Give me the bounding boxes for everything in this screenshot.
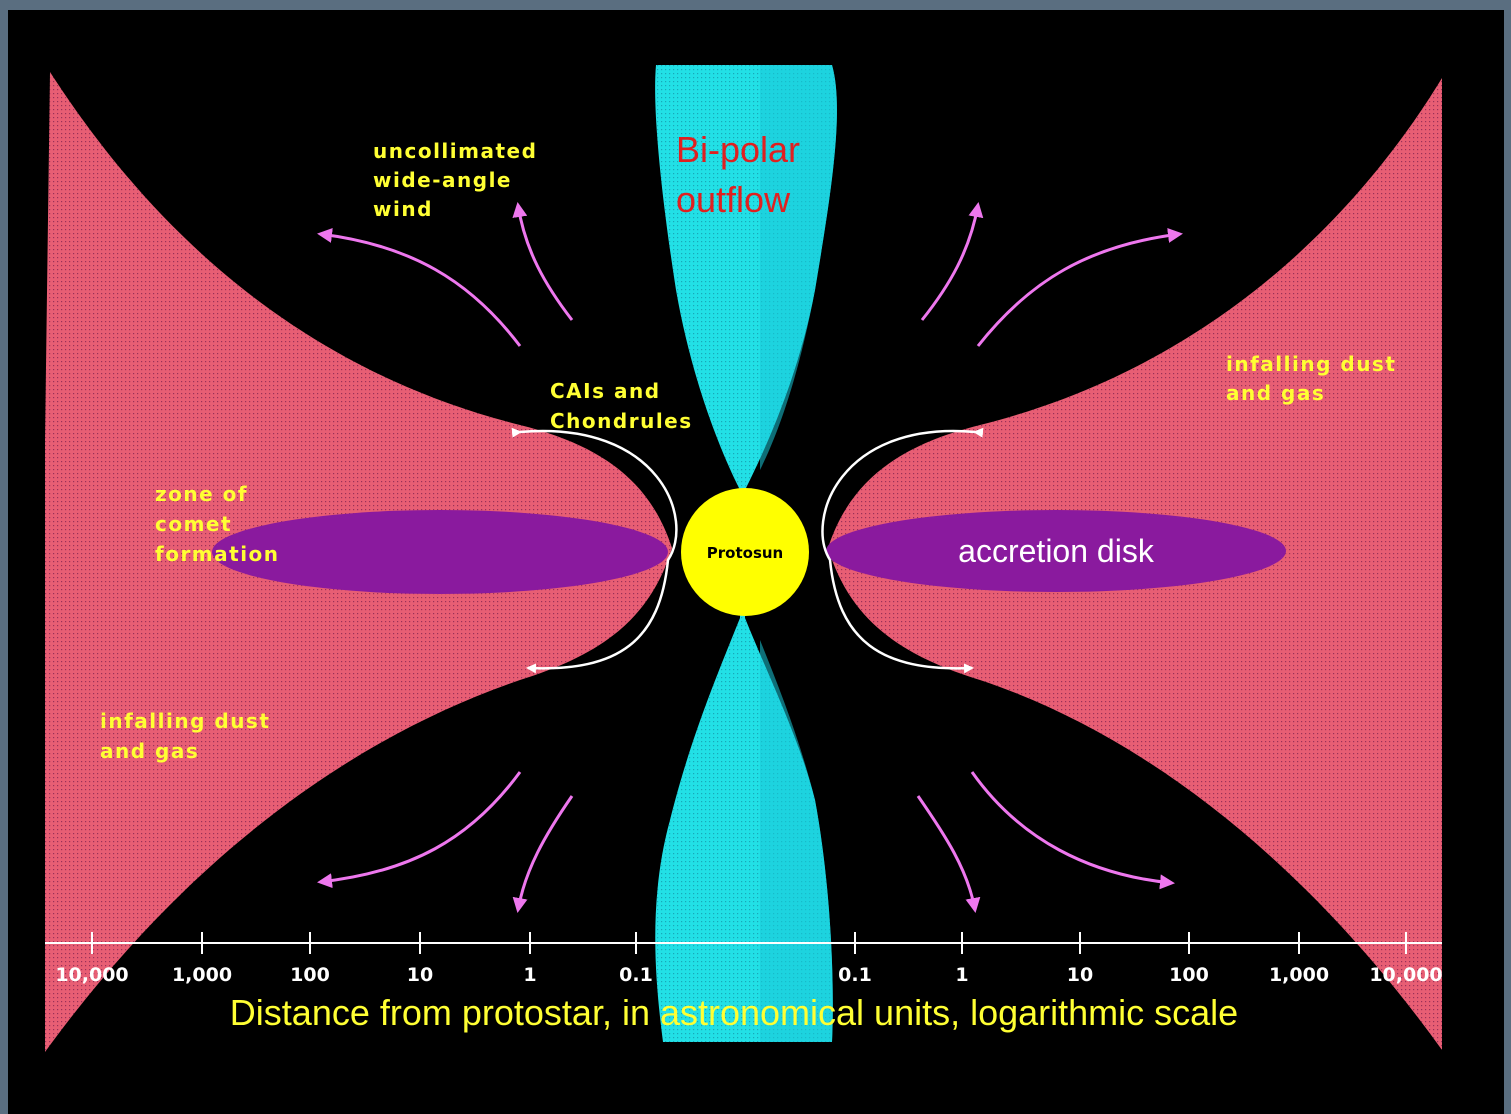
axis-tick-label-right: 1 — [955, 964, 968, 986]
axis-title: Distance from protostar, in astronomical… — [230, 992, 1238, 1033]
axis-tick-label-left: 100 — [290, 964, 330, 986]
axis-tick-label-right: 0.1 — [838, 964, 872, 986]
accretion-disk-label: accretion disk — [958, 533, 1155, 569]
axis-tick-label-left: 0.1 — [619, 964, 653, 986]
axis-tick-label-right: 10,000 — [1369, 964, 1442, 986]
axis-tick-label-right: 10 — [1067, 964, 1093, 986]
infall-right-label-line1: infalling dust — [1226, 352, 1396, 376]
axis-tick-label-left: 1 — [523, 964, 536, 986]
bipolar-outflow-label-line2: outflow — [676, 179, 791, 220]
comet-zone-label-line2: comet — [155, 512, 232, 536]
infall-left-label-line1: infalling dust — [100, 709, 270, 733]
cais-label-line2: Chondrules — [550, 409, 693, 433]
cais-label-line1: CAIs and — [550, 379, 661, 403]
axis-tick-label-left: 10,000 — [55, 964, 128, 986]
comet-zone-label-line3: formation — [155, 542, 280, 566]
accretion-disk-left — [212, 510, 668, 594]
infall-right-label-line2: and gas — [1226, 381, 1325, 405]
axis-tick-label-right: 1,000 — [1269, 964, 1329, 986]
axis-tick-label-left: 10 — [407, 964, 433, 986]
bipolar-outflow-label-line1: Bi-polar — [676, 129, 800, 170]
protosun-label: Protosun — [707, 544, 783, 562]
wind-label-line1: uncollimated — [373, 139, 537, 163]
wind-label-line3: wind — [373, 197, 433, 221]
comet-zone-label-line1: zone of — [155, 482, 248, 506]
axis-tick-label-right: 100 — [1169, 964, 1209, 986]
infall-left-label-line2: and gas — [100, 739, 199, 763]
axis-tick-label-left: 1,000 — [172, 964, 232, 986]
wind-label-line2: wide-angle — [373, 168, 512, 192]
